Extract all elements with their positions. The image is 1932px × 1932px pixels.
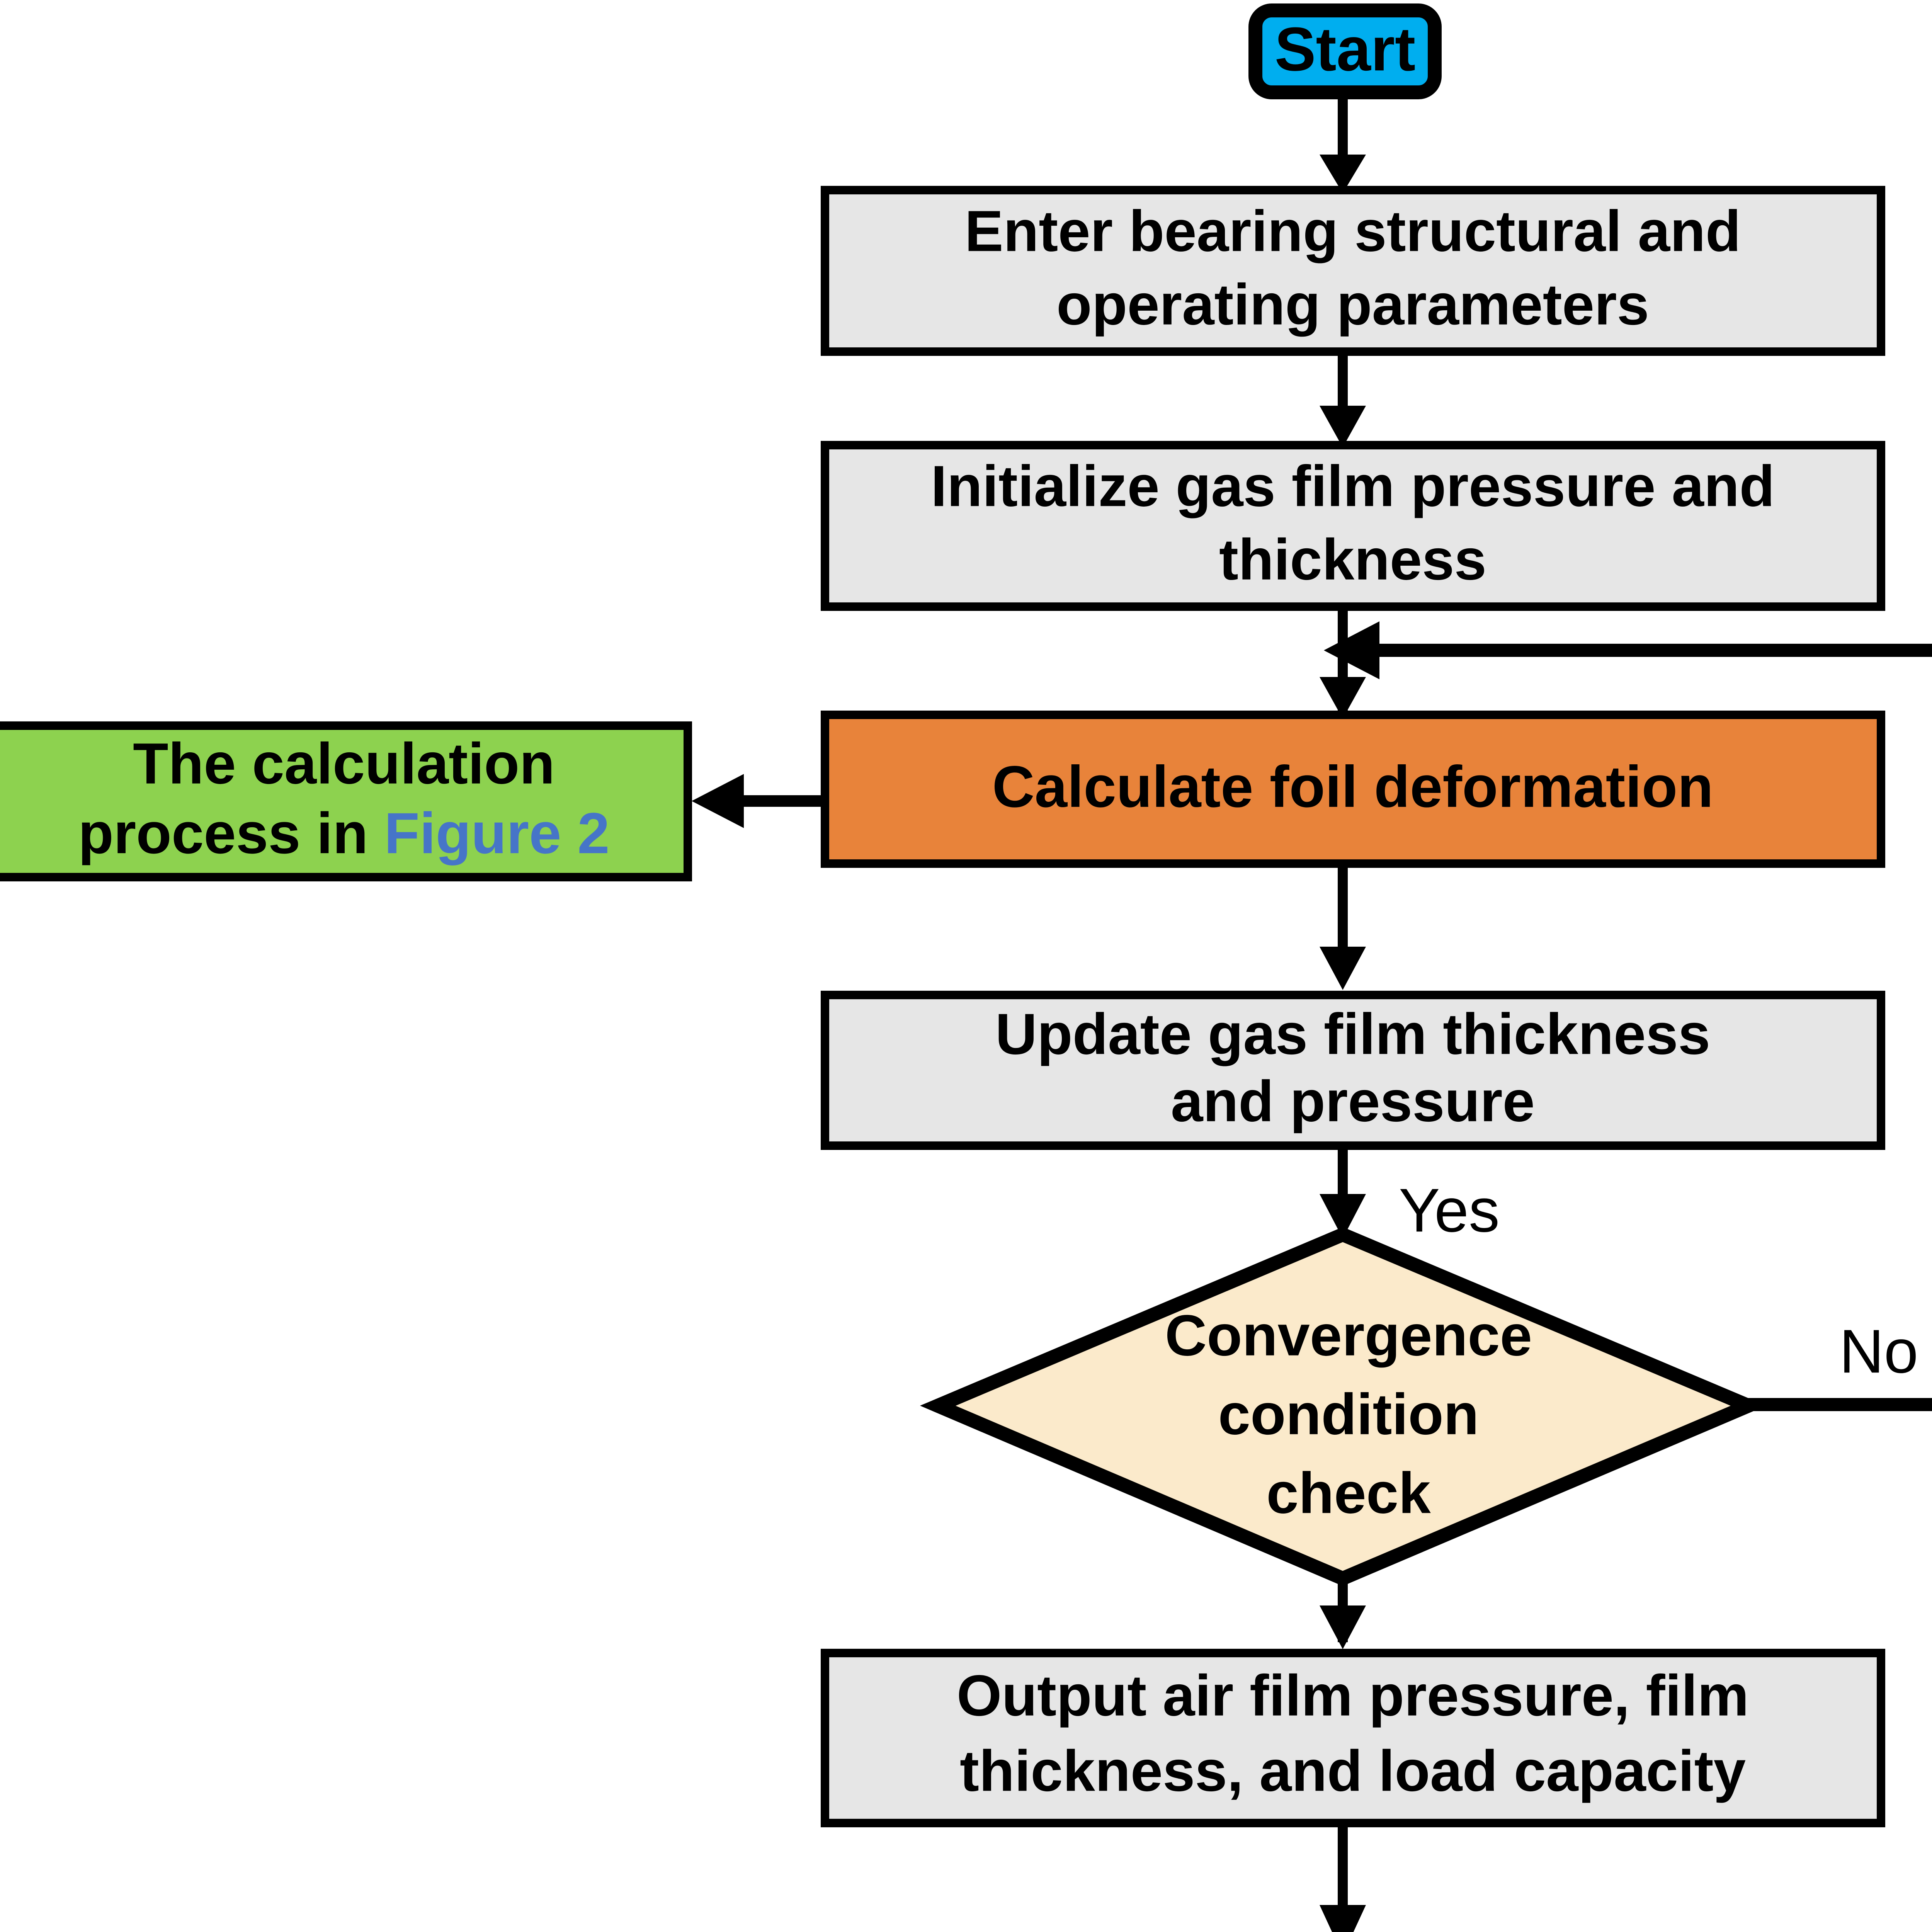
convergence-line1: Convergence	[1165, 1303, 1532, 1368]
calculate-foil-shape	[821, 711, 1885, 868]
initialize-line1: Initialize gas film pressure and	[931, 454, 1775, 519]
node-initialize[interactable]: Initialize gas film pressure and thickne…	[821, 441, 1885, 611]
enter-parameters-line1: Enter bearing structural and	[965, 199, 1741, 264]
update-film-line1: Update gas film thickness	[995, 1002, 1711, 1066]
initialize-shape	[821, 441, 1885, 611]
convergence-line3: check	[1266, 1461, 1431, 1526]
output-shape	[821, 1649, 1885, 1827]
output-line1: Output air film pressure, film	[957, 1663, 1749, 1728]
initialize-line2: thickness	[1219, 527, 1486, 592]
figure-note-shape	[0, 721, 692, 881]
figure-note-line2-prefix: process in	[78, 801, 384, 866]
node-output[interactable]: Output air film pressure, film thickness…	[821, 1649, 1885, 1827]
update-film-shape	[821, 991, 1885, 1150]
edge-initialize-to-calculate	[1320, 611, 1366, 723]
calculate-foil-label: Calculate foil deformation	[992, 754, 1713, 820]
edge-enter-to-initialize	[1320, 355, 1366, 447]
start-label: Start	[1275, 14, 1416, 83]
enter-parameters-shape	[821, 186, 1885, 356]
node-convergence-decision[interactable]: Convergence condition check	[920, 1227, 1767, 1586]
edge-label-no: No	[1839, 1316, 1918, 1386]
figure-note-line1: The calculation	[133, 731, 555, 796]
convergence-decision-shape	[920, 1227, 1767, 1586]
connectors	[692, 92, 1932, 1932]
figure-note-line2: process in Figure 2	[78, 801, 609, 866]
enter-parameters-line2: operating parameters	[1056, 272, 1649, 337]
edge-no-feedback-loop	[1324, 621, 1932, 1411]
output-line2: thickness, and load capacity	[960, 1738, 1746, 1803]
edge-output-to-end	[1320, 1824, 1366, 1932]
node-start[interactable]: Start	[1248, 3, 1442, 99]
node-enter-parameters[interactable]: Enter bearing structural and operating p…	[821, 186, 1885, 356]
update-film-line2: and pressure	[1171, 1069, 1535, 1134]
convergence-line2: condition	[1218, 1382, 1479, 1447]
node-calculate-foil-deformation[interactable]: Calculate foil deformation	[821, 711, 1885, 868]
edge-label-yes: Yes	[1399, 1175, 1500, 1245]
start-shape	[1248, 3, 1442, 99]
node-figure-reference-note[interactable]: The calculation process in Figure 2	[0, 721, 692, 881]
edge-start-to-enter	[1320, 92, 1366, 193]
edge-update-to-decision	[1320, 1144, 1366, 1238]
figure-note-reference-link[interactable]: Figure 2	[384, 801, 609, 866]
node-update-film[interactable]: Update gas film thickness and pressure	[821, 991, 1885, 1150]
edge-calculate-to-update	[1320, 867, 1366, 990]
edge-calculate-to-note	[692, 774, 831, 828]
edge-decision-to-output	[1320, 1577, 1366, 1649]
